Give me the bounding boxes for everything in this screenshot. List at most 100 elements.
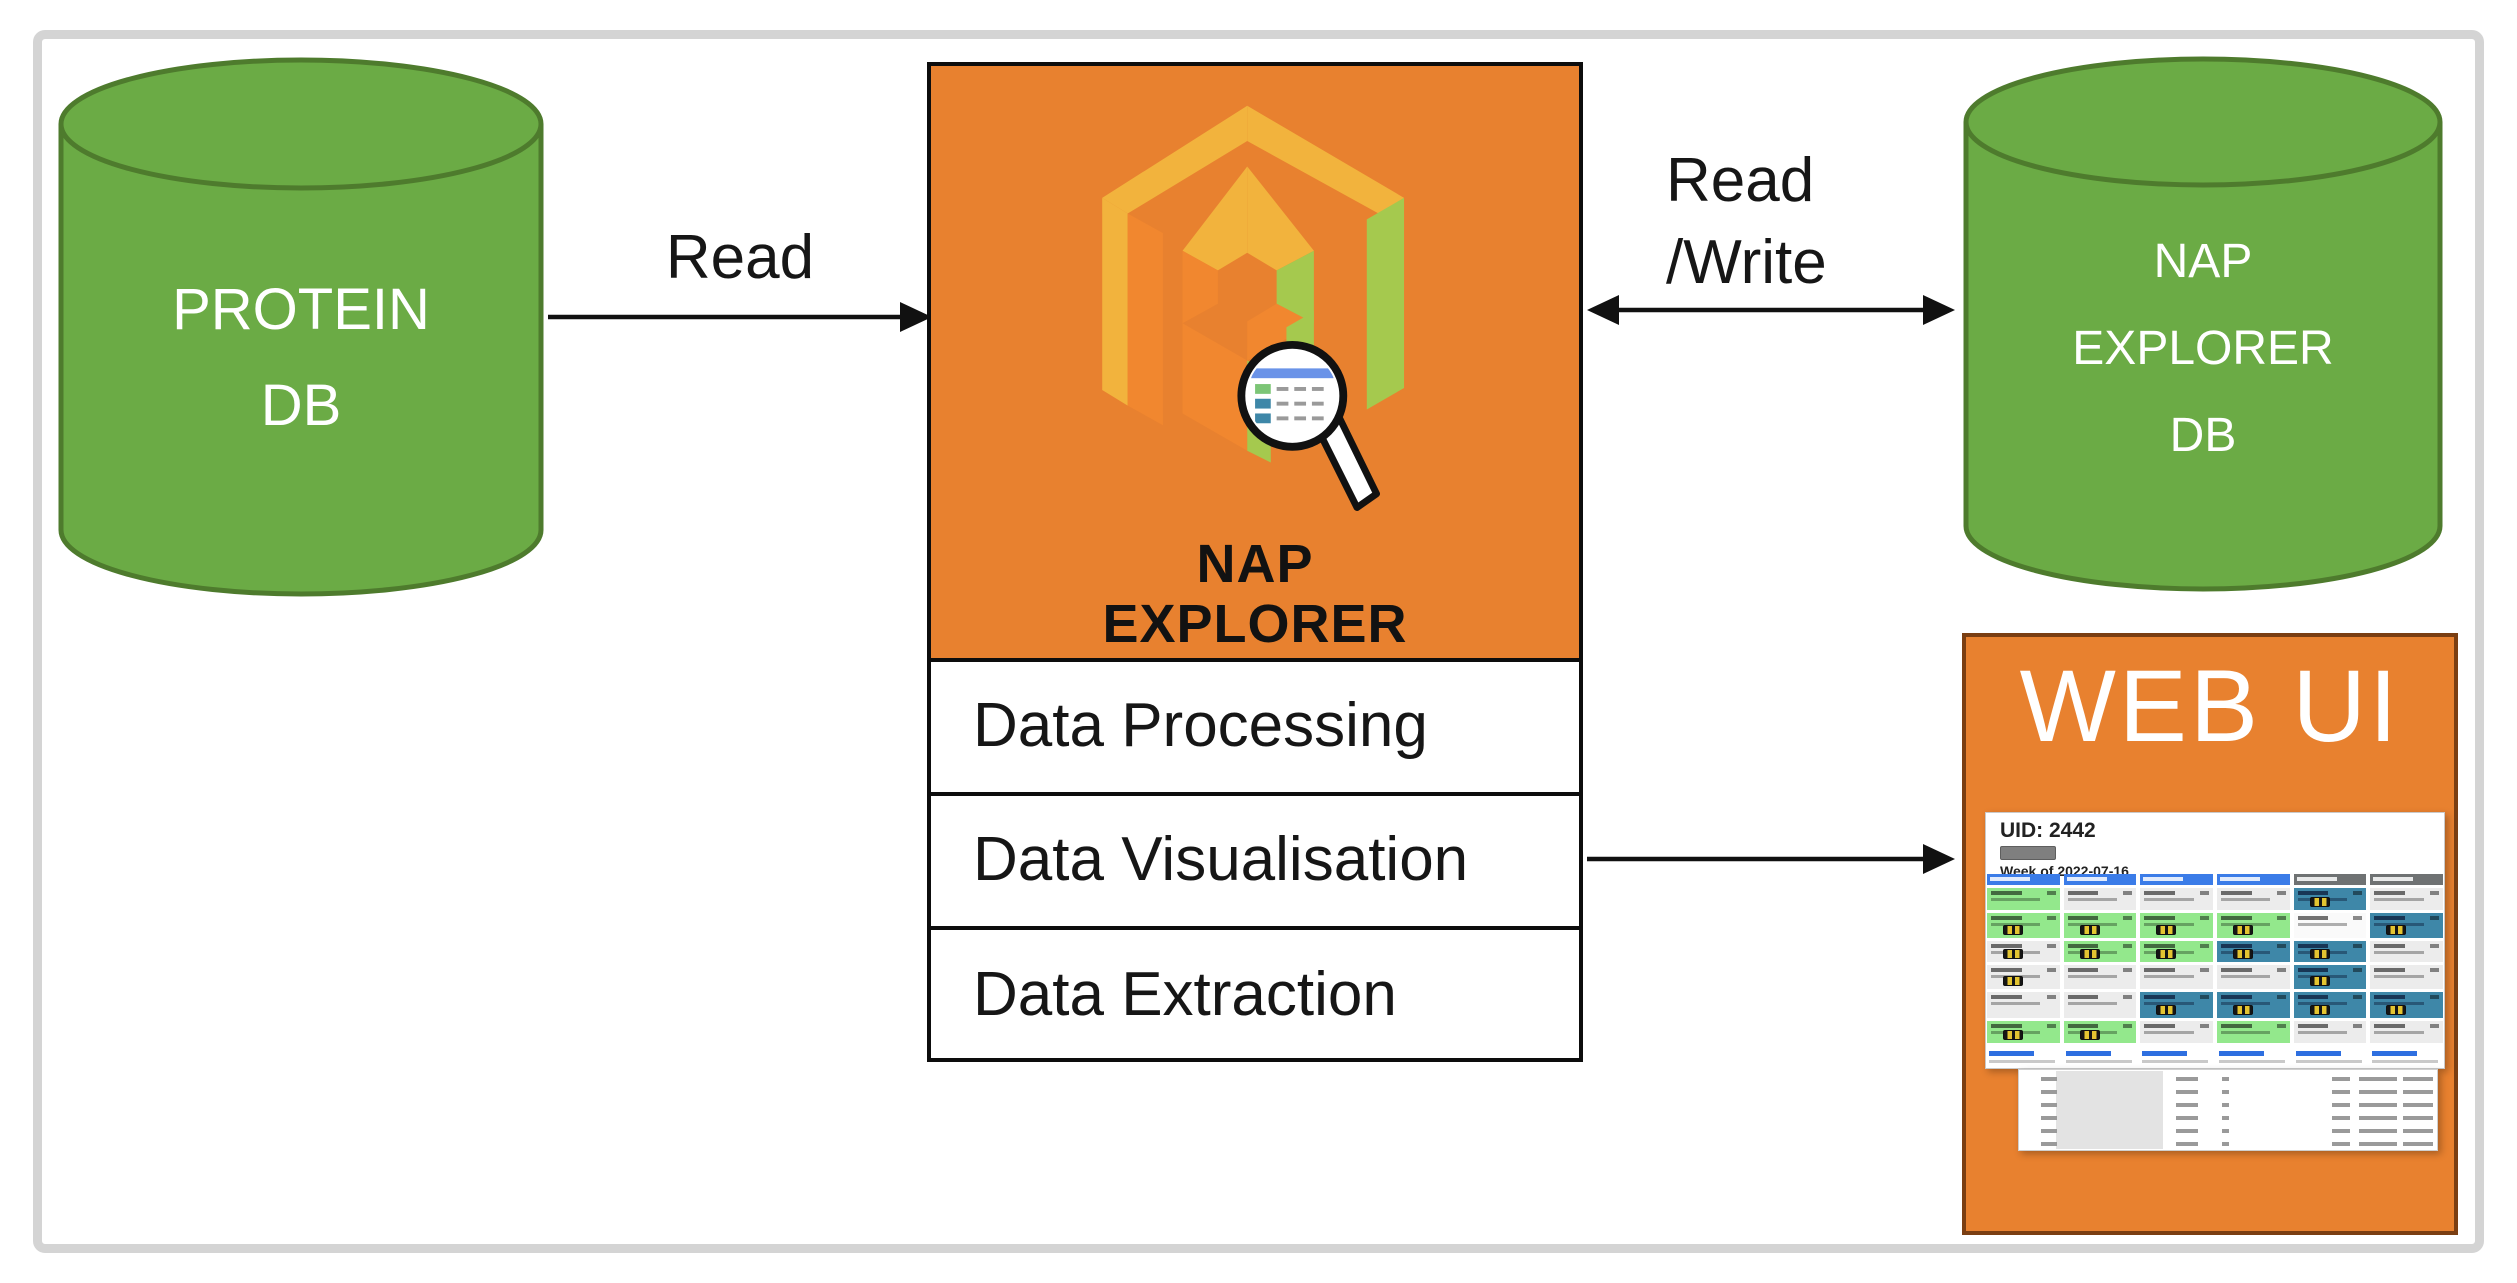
cell-value-placeholder — [2430, 1024, 2440, 1028]
meal-badge-icon — [2309, 1005, 2330, 1015]
module-data-extraction: Data Extraction — [931, 926, 1579, 1058]
calendar-cell — [2293, 992, 2367, 1018]
cell-text-placeholder — [2221, 1031, 2271, 1034]
cell-value-placeholder — [2430, 944, 2440, 948]
table-cell-placeholder — [2403, 1129, 2433, 1133]
cell-title-placeholder — [2067, 944, 2099, 948]
calendar-cell — [2063, 965, 2137, 989]
cell-text-placeholder — [2067, 975, 2118, 978]
cell-title-placeholder — [1991, 1024, 2022, 1028]
table-cell-placeholder — [2176, 1116, 2198, 1120]
web-ui-screenshot-table — [2018, 1069, 2438, 1151]
cell-title-placeholder — [2221, 968, 2252, 972]
meal-badge-icon — [2233, 1005, 2254, 1015]
table-cell-placeholder — [2403, 1142, 2433, 1146]
cell-value-placeholder — [2276, 916, 2286, 920]
cell-value-placeholder — [2430, 968, 2440, 972]
calendar-cell — [2063, 913, 2137, 938]
uid-label: UID: 2442 — [2000, 819, 2096, 842]
calendar-cell — [2063, 1021, 2137, 1043]
table-cell-placeholder — [2222, 1077, 2229, 1081]
calendar-day-header — [2217, 874, 2290, 885]
table-cell-placeholder — [2041, 1116, 2057, 1120]
cell-value-placeholder — [2046, 944, 2056, 948]
footer-text-placeholder — [2219, 1060, 2286, 1063]
cell-value-placeholder — [2276, 995, 2286, 999]
meal-badge-icon — [2309, 897, 2330, 907]
calendar-day-header — [2370, 874, 2444, 885]
nap-explorer-title-line: EXPLORER — [1102, 594, 1408, 654]
cell-title-placeholder — [2221, 916, 2252, 920]
table-cell-placeholder — [2359, 1077, 2397, 1081]
cell-text-placeholder — [2374, 951, 2424, 954]
header-text-placeholder — [1990, 877, 2030, 881]
protein-db-cylinder — [58, 57, 544, 597]
table-cell-placeholder — [2222, 1103, 2229, 1107]
meal-badge-icon — [2309, 949, 2330, 959]
meal-badge-icon — [2003, 1030, 2023, 1040]
footer-text-placeholder — [1989, 1060, 2055, 1063]
cell-text-placeholder — [2067, 1002, 2118, 1005]
meal-badge-icon — [2079, 1030, 2100, 1040]
cell-text-placeholder — [1991, 923, 2041, 926]
cell-text-placeholder — [2067, 898, 2118, 901]
table-cell-placeholder — [2222, 1116, 2229, 1120]
table-cell-placeholder — [2332, 1142, 2350, 1146]
table-row — [2019, 1085, 2439, 1098]
cell-title-placeholder — [2067, 995, 2099, 999]
visualisation-arrow — [1587, 844, 1955, 874]
header-text-placeholder — [2296, 877, 2337, 881]
module-data-visualisation: Data Visualisation — [931, 792, 1579, 922]
cell-title-placeholder — [2144, 944, 2175, 948]
nap-explorer-db-label-line: DB — [2169, 409, 2237, 462]
table-cell-placeholder — [2359, 1090, 2397, 1094]
calendar-cell — [2217, 941, 2290, 962]
table-cell-placeholder — [2041, 1090, 2057, 1094]
cell-value-placeholder — [2200, 916, 2210, 920]
cell-text-placeholder — [2374, 1031, 2424, 1034]
meal-badge-icon — [2156, 925, 2177, 935]
cell-value-placeholder — [2353, 968, 2363, 972]
cell-title-placeholder — [2144, 1024, 2175, 1028]
cell-title-placeholder — [1991, 968, 2022, 972]
cell-text-placeholder — [2221, 1002, 2271, 1005]
calendar-cell — [2063, 941, 2137, 962]
calendar-column-footer — [2217, 1051, 2290, 1069]
table-row — [2019, 1124, 2439, 1137]
cell-value-placeholder — [2200, 995, 2210, 999]
module-label: Data Processing — [973, 690, 1428, 760]
calendar-cell — [1987, 965, 2060, 989]
table-cell-placeholder — [2359, 1142, 2397, 1146]
cell-title-placeholder — [1991, 944, 2022, 948]
cell-value-placeholder — [2123, 944, 2133, 948]
cell-title-placeholder — [2374, 995, 2405, 999]
cell-value-placeholder — [2123, 916, 2133, 920]
calendar-cell — [2370, 965, 2444, 989]
header-text-placeholder — [2066, 877, 2107, 881]
meal-badge-icon — [2309, 976, 2330, 986]
table-cell-placeholder — [2403, 1116, 2433, 1120]
calendar-cell — [2217, 992, 2290, 1018]
table-cell-placeholder — [2403, 1090, 2433, 1094]
cell-title-placeholder — [2067, 968, 2099, 972]
link-bar — [2065, 1051, 2111, 1056]
module-label: Data Extraction — [973, 959, 1397, 1029]
cell-text-placeholder — [2221, 923, 2271, 926]
table-cell-placeholder — [2222, 1129, 2229, 1133]
cell-title-placeholder — [2221, 995, 2252, 999]
cell-title-placeholder — [2374, 916, 2405, 920]
cell-text-placeholder — [2374, 975, 2424, 978]
meal-badge-icon — [2156, 949, 2177, 959]
cell-value-placeholder — [2276, 968, 2286, 972]
nap-explorer-logo-icon — [1102, 105, 1405, 511]
nap-explorer-title: NAP EXPLORER — [931, 534, 1579, 654]
table-cell-placeholder — [2176, 1090, 2198, 1094]
cell-value-placeholder — [2123, 891, 2133, 895]
mini-button — [2000, 846, 2056, 860]
cell-title-placeholder — [2297, 995, 2329, 999]
protein-db-label: PROTEIN DB — [55, 262, 547, 454]
read-write-arrow-label: Read /Write — [1666, 140, 1827, 304]
calendar-day-header — [2063, 874, 2137, 885]
link-bar — [2219, 1051, 2265, 1056]
table-row — [2019, 1111, 2439, 1124]
